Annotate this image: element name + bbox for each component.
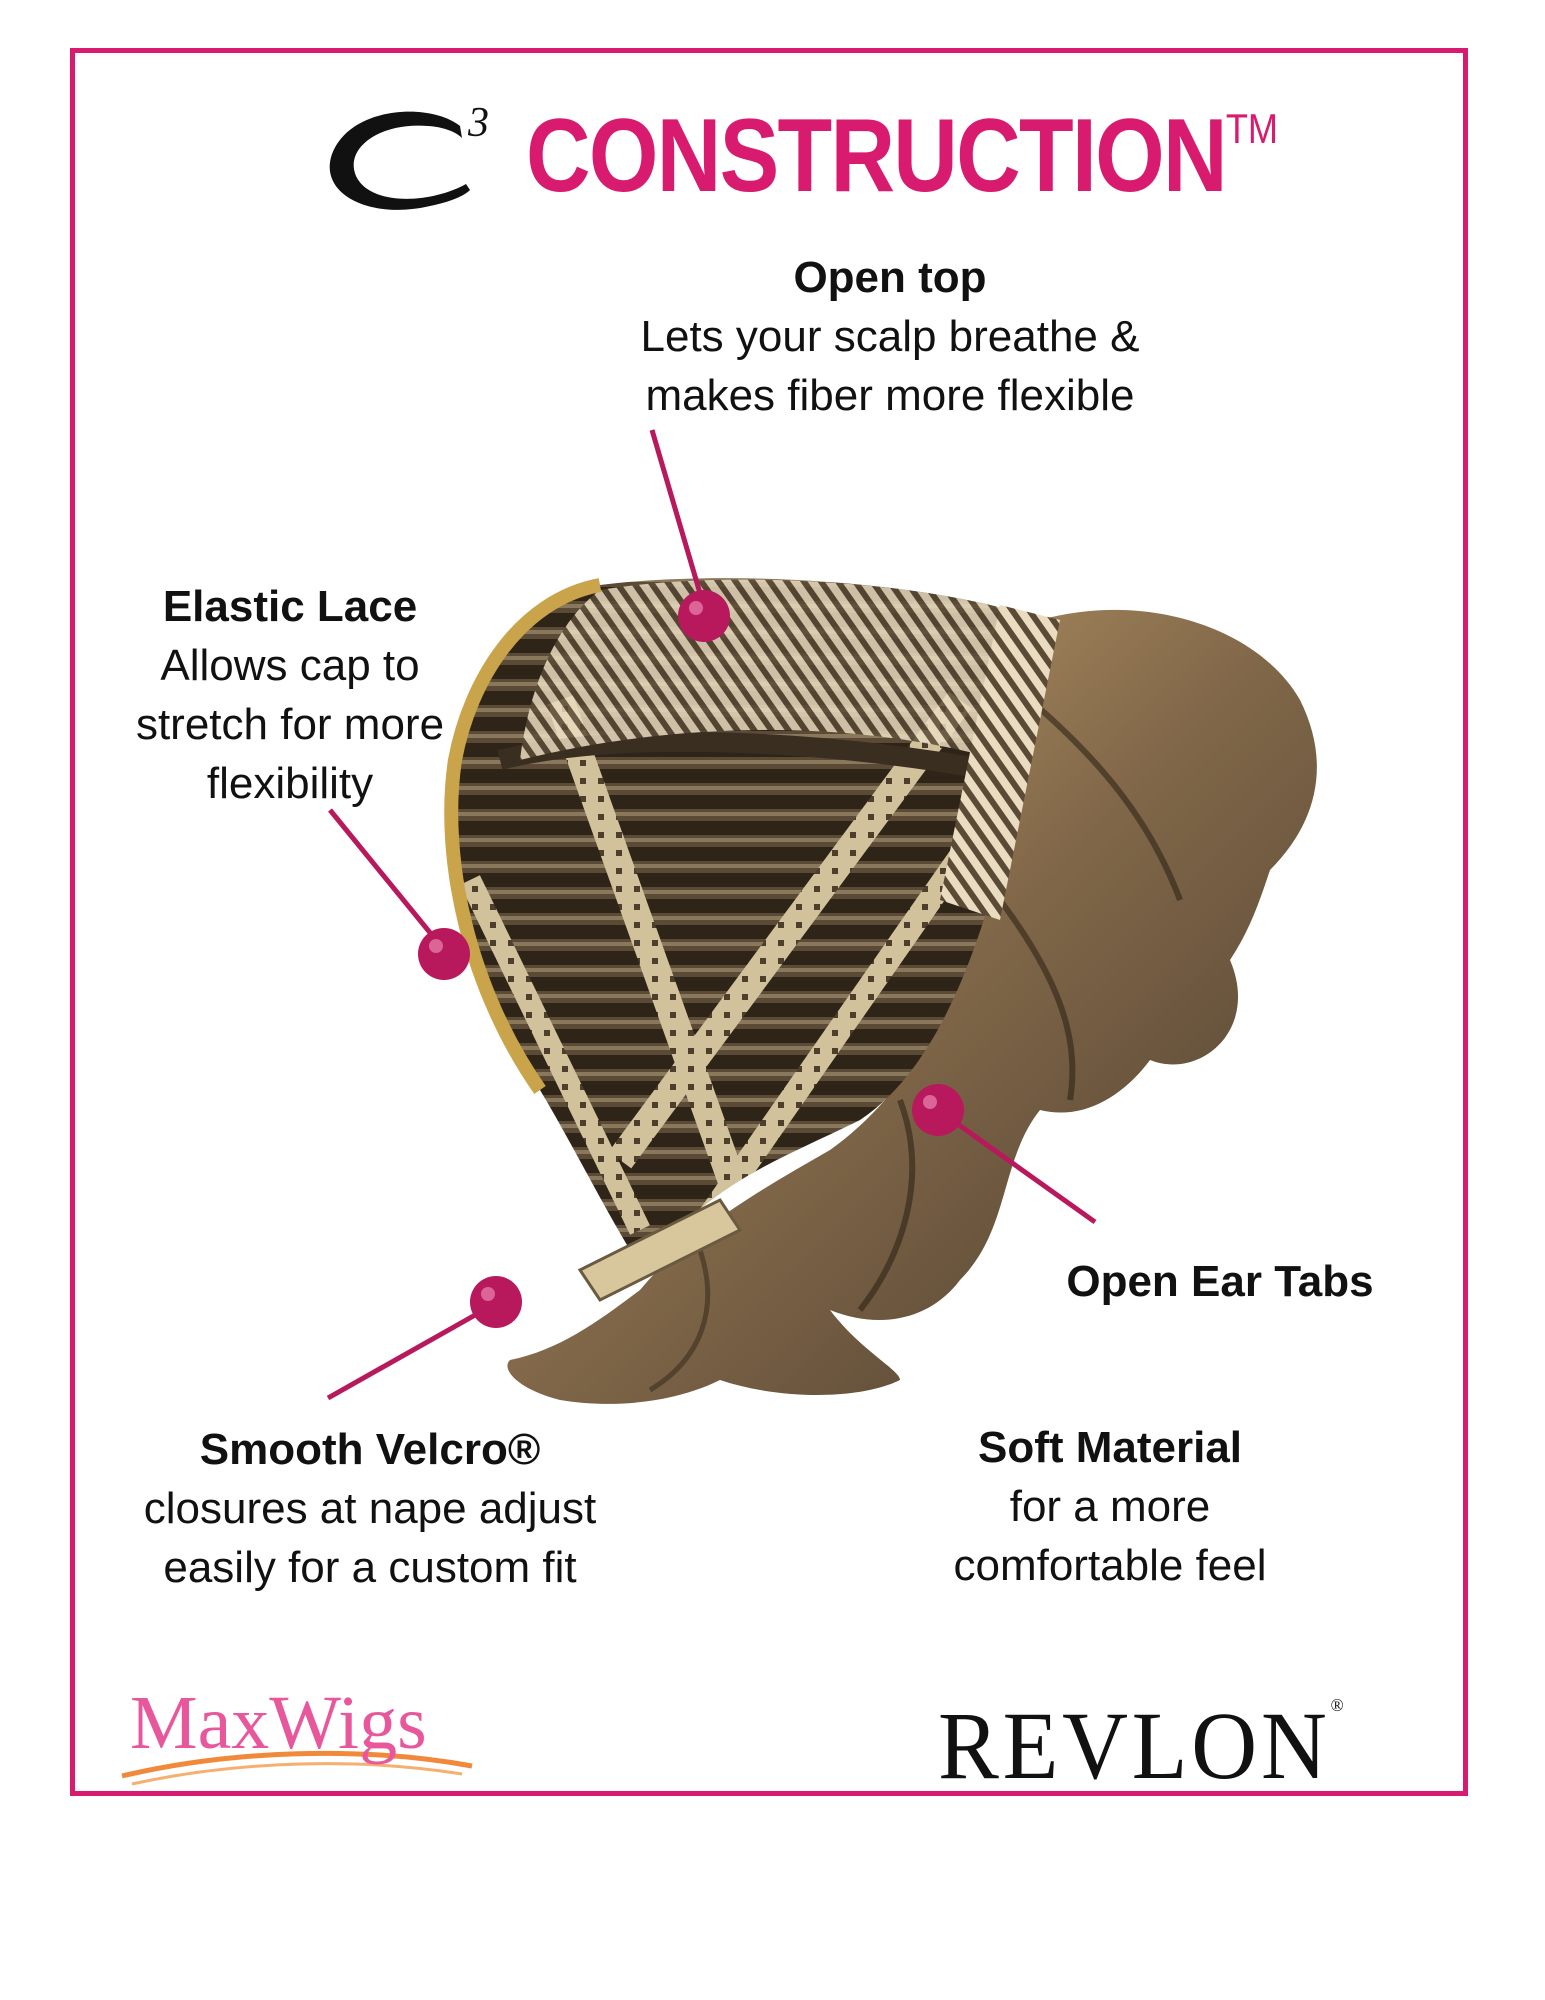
pointer-smooth-velcro <box>326 1276 522 1401</box>
callout-line: makes fiber more flexible <box>645 371 1135 420</box>
callout-line: comfortable feel <box>953 1541 1267 1590</box>
callout-heading: Smooth Velcro® <box>199 1425 541 1474</box>
pointer-open-ear-tabs <box>912 1084 1097 1225</box>
callout-smooth-velcro: Smooth Velcro® closures at nape adjust e… <box>60 1420 680 1597</box>
callout-line: Allows cap to <box>160 641 420 690</box>
callout-elastic-lace: Elastic Lace Allows cap to stretch for m… <box>90 577 490 813</box>
callout-heading: Open top <box>793 253 987 302</box>
callout-line: stretch for more <box>135 700 445 749</box>
callout-line: for a more <box>1009 1482 1211 1531</box>
pointer-open-top <box>649 429 730 642</box>
callout-line: flexibility <box>206 759 374 808</box>
revlon-logo: REVLON® <box>938 1690 1344 1801</box>
hair-back <box>507 609 1317 1404</box>
title-word: CONSTRUCTION <box>526 97 1228 214</box>
callout-open-ear-tabs: Open Ear Tabs <box>1000 1252 1440 1311</box>
maxwigs-swoosh-icon <box>121 1750 473 1786</box>
revlon-registered-mark: ® <box>1330 1695 1344 1715</box>
c3-logo-icon: 3 <box>329 100 489 210</box>
callout-open-top: Open top Lets your scalp breathe & makes… <box>560 248 1220 425</box>
callout-heading: Open Ear Tabs <box>1066 1257 1374 1306</box>
callout-line: Lets your scalp breathe & <box>640 312 1140 361</box>
callout-line: closures at nape adjust <box>143 1484 597 1533</box>
pointer-elastic-lace <box>328 808 470 980</box>
callout-line: easily for a custom fit <box>163 1543 577 1592</box>
callout-heading: Elastic Lace <box>162 582 418 631</box>
maxwigs-logo: MaxWigs <box>112 1680 492 1790</box>
open-top-lattice <box>520 579 1010 760</box>
ear-band <box>940 605 1060 920</box>
elastic-lace-edge <box>444 578 602 1095</box>
callout-heading: Soft Material <box>977 1423 1243 1472</box>
border-frame <box>70 48 1468 1796</box>
callout-soft-material: Soft Material for a more comfortable fee… <box>860 1418 1360 1595</box>
title-row: 3 CONSTRUCTIONTM <box>310 96 1400 216</box>
trademark-mark: TM <box>1225 104 1278 152</box>
velcro-tab <box>577 1198 743 1302</box>
page-title: CONSTRUCTIONTM <box>526 97 1278 216</box>
maxwigs-wordmark: MaxWigs <box>130 1681 427 1765</box>
revlon-wordmark: REVLON <box>938 1692 1331 1799</box>
c3-logo-superscript: 3 <box>467 100 489 146</box>
